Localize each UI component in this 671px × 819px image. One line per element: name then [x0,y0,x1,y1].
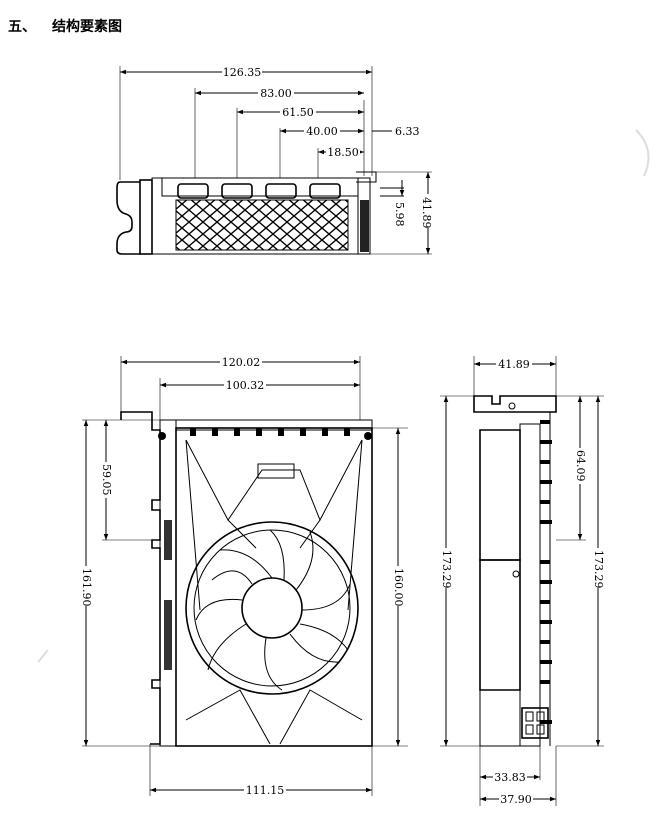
dim-59-05: 59.05 [100,464,113,496]
dim-126-35: 126.35 [223,66,262,79]
section-heading: 五、结构要素图 [8,16,122,36]
top-view: 126.35 83.00 61.50 40.00 18.50 6.33 5.98… [116,66,435,255]
dim-160-00: 160.00 [392,568,405,607]
dim-33-83: 33.83 [494,771,526,784]
dim-161-90: 161.90 [80,568,93,607]
dim-100-32: 100.32 [226,379,265,392]
front-view: 120.02 100.32 59.05 161.90 160.00 111.15 [80,356,408,797]
dim-40-00: 40.00 [306,125,338,138]
dim-111-15: 111.15 [246,784,285,797]
dim-5-98: 5.98 [393,202,406,227]
dim-83-00: 83.00 [260,87,292,100]
edge-mark [635,129,650,177]
dim-120-02: 120.02 [222,356,261,369]
dim-41-89-side: 41.89 [498,358,530,371]
dim-18-50: 18.50 [327,146,359,159]
dim-173-29-left: 173.29 [440,550,453,589]
dim-37-90: 37.90 [500,793,532,806]
dim-64-09: 64.09 [574,450,587,482]
dim-173-29-right: 173.29 [592,550,605,589]
dim-61-50: 61.50 [282,106,314,119]
section-title: 结构要素图 [52,19,122,35]
dim-6-33: 6.33 [395,125,420,138]
dim-41-89-top: 41.89 [420,197,433,229]
side-view: 41.89 64.09 173.29 173.29 33.83 37.90 [440,356,606,806]
section-number: 五、 [8,19,36,35]
edge-mark-left [37,649,49,663]
